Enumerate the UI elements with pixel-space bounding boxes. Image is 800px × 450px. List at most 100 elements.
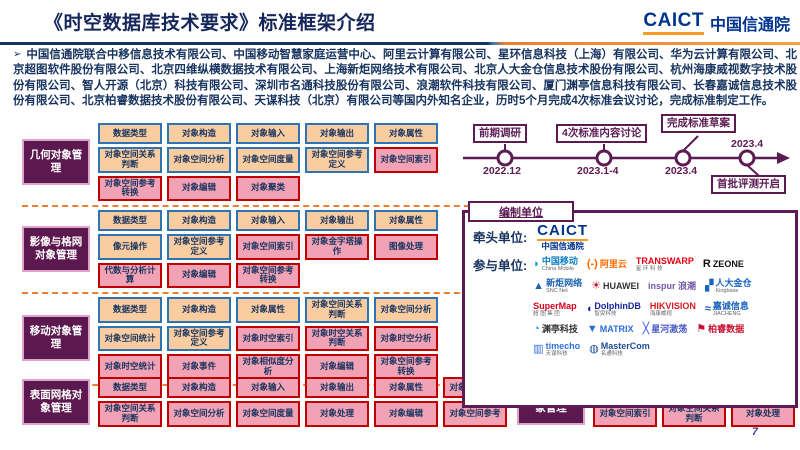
section-rows: 数据类型对象构造对象输入对象输出对象属性像元操作对象空间参考定义对象空间索引对象… <box>98 210 500 289</box>
grid-cell: 对象属性 <box>374 377 438 398</box>
grid-cell: 对象属性 <box>236 297 300 323</box>
milestone-label-4: 首批评测开启 <box>711 175 786 194</box>
grid-cell: 对象空间参考转换 <box>98 175 162 202</box>
brand-name: DolphinDB <box>594 300 641 311</box>
matrix-logo: ▼MATRIX <box>587 324 634 335</box>
grid-cell: 对象构造 <box>167 297 231 323</box>
grid-sections-0: 几何对象管理数据类型对象构造对象输入对象输出对象属性对象空间关系判断对象空间分析… <box>22 120 500 208</box>
grid-cell: 对象时空索引 <box>236 325 300 352</box>
grid-cell: 对象空间分析 <box>374 297 438 323</box>
xinghe-logo: ╳星河激荡 <box>643 324 688 335</box>
section-label: 表面网格对象管理 <box>22 378 90 425</box>
grid-cell: 图像处理 <box>374 234 438 260</box>
participants-label: 参与单位: <box>473 258 528 273</box>
china-mobile-icon: ◗ <box>533 257 540 270</box>
grid-cell: 数据类型 <box>98 123 162 144</box>
intro-text: 中国信通院联合中移信息技术有限公司、中国移动智慧家庭运营中心、阿里云计算有限公司… <box>13 49 797 108</box>
borrui-icon: ⚑ <box>696 323 707 335</box>
brand-sub: SNC Net <box>546 288 568 294</box>
caict-mini-logo: CAICT 中国信通院 <box>537 223 588 251</box>
section-label: 影像与格网对象管理 <box>22 226 90 273</box>
grid-cell: 对象构造 <box>167 210 231 232</box>
milestone-label-1: 前期调研 <box>473 124 527 143</box>
grid-cell: 对象编辑 <box>167 262 231 289</box>
grid-cell: 对象输出 <box>305 123 369 144</box>
brand-name: 星河激荡 <box>651 324 688 334</box>
brand-name: MATRIX <box>599 324 634 334</box>
zeone-icon: R <box>702 257 711 270</box>
grid-cell: 对象编辑 <box>167 175 231 202</box>
caict-logo: CAICT 中国信通院 <box>643 11 790 35</box>
aliyun-icon: (-) <box>586 257 598 270</box>
huawei-icon: ☀ <box>591 280 601 293</box>
grid-row: 对象空间统计对象空间参考定义对象时空索引对象时空关系判断对象时空分析 <box>98 325 500 352</box>
brand-name: HUAWEI <box>602 281 639 292</box>
grid-row: 数据类型对象构造对象属性对象空间关系判断对象空间分析 <box>98 297 500 323</box>
brand-name: ZEONE <box>712 258 744 269</box>
brand-sub: China Mobile <box>541 265 574 272</box>
grid-cell: 对象空间索引 <box>374 147 438 173</box>
grid-cell: 对象聚类 <box>236 175 300 202</box>
grid-cell: 对象空间分析 <box>167 401 231 427</box>
jiacheng-icon: ≈ <box>704 302 711 315</box>
dolphindb-icon: ◖ <box>585 302 593 315</box>
grid-cell: 对象空间索引 <box>236 234 300 260</box>
timecho-icon: ▥ <box>533 343 544 356</box>
lead-unit-row: 牵头单位: CAICT 中国信通院 <box>473 223 790 251</box>
intro-paragraph: ➢ 中国信通院联合中移信息技术有限公司、中国移动智慧家庭运营中心、阿里云计算有限… <box>13 48 797 110</box>
brand-text: 渊亭科技 <box>542 325 578 334</box>
caict-logo-en: CAICT <box>643 11 704 35</box>
brand-text: ZEONE <box>712 258 744 269</box>
header-divider <box>0 42 800 45</box>
inspur-logo: inspur 浪潮 <box>648 282 696 291</box>
grid-cell: 对象属性 <box>374 210 438 232</box>
section-rows: 数据类型对象构造对象输入对象输出对象属性对象空间索引对象空间关系判断对象空间分析… <box>98 377 507 427</box>
grid-cell: 对象构造 <box>167 123 231 144</box>
grid-cell: 对象相似度分析 <box>236 354 300 380</box>
aliyun-logo: (-)阿里云 <box>586 257 627 270</box>
grid-cell: 数据类型 <box>98 210 162 232</box>
grid-cell: 对象处理 <box>305 401 369 427</box>
brand-sub: 星 环 科 技 <box>635 265 663 272</box>
timeline: 前期调研 4次标准内容讨论 完成标准草案 首批评测开启 2022.12 2023… <box>455 112 798 209</box>
grid-cell: 对象空间统计 <box>98 325 162 352</box>
grid-cell: 对象空间关系判断 <box>98 401 162 427</box>
brand-name: 中国移动 <box>541 255 578 266</box>
grid-cell: 对象属性 <box>374 123 438 144</box>
grid-cell: 对象空间参考定义 <box>167 234 231 260</box>
kingbase-icon: ▞ <box>704 280 714 293</box>
bullet-arrow-icon: ➢ <box>13 49 22 60</box>
grid-cell: 对象空间关系判断 <box>98 147 162 173</box>
grid-cell: 对象空间分析 <box>167 147 231 173</box>
brand-sub: 海康威视 <box>649 310 672 317</box>
grid-cell: 对象空间参考定义 <box>305 147 369 173</box>
brand-name: inspur 浪潮 <box>647 281 696 292</box>
brand-name: timecho <box>545 341 581 351</box>
grid-row: 数据类型对象构造对象输入对象输出对象属性 <box>98 210 500 232</box>
brand-sub: 智臾科技 <box>594 310 617 317</box>
borrui-logo: ⚑柏睿数据 <box>696 324 744 335</box>
grid-cell: 对象空间参考定义 <box>167 325 231 352</box>
grid-cell: 对象输出 <box>305 210 369 232</box>
timeline-axis <box>463 135 790 177</box>
milestone-date-3: 2023.4 <box>665 165 698 177</box>
brand-name: 嘉诚信息 <box>712 300 749 311</box>
brand-text: HUAWEI <box>603 282 639 291</box>
brand-name: SuperMap <box>533 300 577 311</box>
grid-row: 数据类型对象构造对象输入对象输出对象属性 <box>98 123 500 144</box>
caict-mini-cn: 中国信通院 <box>541 241 584 251</box>
grid-cell: 对象输入 <box>236 123 300 144</box>
section-rows: 数据类型对象构造对象属性对象空间关系判断对象空间分析对象空间统计对象空间参考定义… <box>98 297 500 380</box>
grid-row: 对象时空统计对象事件对象相似度分析对象编辑对象空间参考转换 <box>98 354 500 380</box>
brand-name: 渊亭科技 <box>541 324 578 334</box>
